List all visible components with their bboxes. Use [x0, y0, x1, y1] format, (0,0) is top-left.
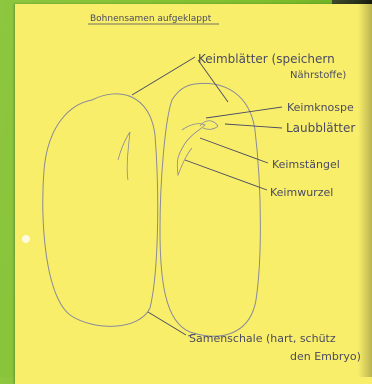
- label-keimstaengel: Keimstängel: [272, 158, 340, 171]
- label-laubblaetter: Laubblätter: [286, 121, 355, 135]
- diagram-title: Bohnensamen aufgeklappt: [90, 14, 212, 24]
- right-cotyledon: [160, 83, 260, 336]
- label-keimwurzel: Keimwurzel: [270, 186, 333, 199]
- pointer-keimwurzel: [185, 160, 267, 190]
- label-keimknospe: Keimknospe: [287, 101, 354, 114]
- label-keimblaetter-line2: Nährstoffe): [290, 70, 346, 81]
- label-samenschale-line2: den Embryo): [290, 350, 361, 363]
- leaf-bud: [200, 121, 218, 130]
- pointer-keimstaengel: [200, 138, 268, 163]
- pointer-laubblaetter: [225, 124, 282, 128]
- embryo: [177, 124, 205, 175]
- left-cotyledon: [43, 94, 158, 327]
- pointer-keimknospe: [206, 107, 282, 118]
- pointer-keimblaetter-right: [198, 60, 228, 102]
- pointer-keimblaetter-left: [132, 57, 195, 95]
- left-embryo-imprint: [118, 132, 130, 180]
- label-samenschale-line1: Samenschale (hart, schütz: [189, 332, 336, 345]
- pointer-samenschale-left: [148, 312, 186, 335]
- label-keimblaetter-line1: Keimblätter (speichern: [198, 52, 335, 66]
